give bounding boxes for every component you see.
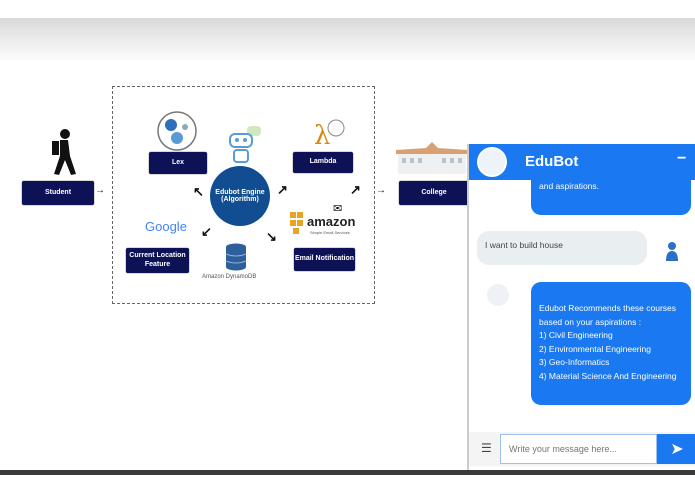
arrow-icon: ↘ [266,229,277,244]
google-logo: Google [145,219,187,234]
minimize-button[interactable]: − [677,150,687,167]
input-row: ☰ ➤ [469,432,695,466]
message-line: 3) Geo-Informatics [539,357,610,367]
send-icon: ➤ [670,441,684,458]
edubot-chat-widget: and aspirations. EduBot − I want to buil… [467,144,695,470]
college-box: College [399,181,469,205]
message-line: 1) Civil Engineering [539,330,613,340]
amazon-ses-icon [290,212,303,234]
edubot-avatar [477,147,507,177]
message-line: 4) Material Science And Engineering [539,370,677,381]
amazon-sub: Simple Email Services [310,230,350,235]
arrow-icon: → [376,185,386,196]
dynamodb-label: Amazon DynamoDB [202,274,257,280]
bot-message: Edubot Recommends these courses based on… [531,282,691,405]
arrow-icon: → [95,185,105,196]
message-input[interactable] [500,434,657,464]
bot-avatar-icon [487,284,509,306]
email-box: Email Notification [294,248,355,271]
lex-box: Lex [149,152,207,174]
chat-title: EduBot [525,153,579,170]
arrow-icon: ↗ [350,182,361,197]
user-avatar-icon [666,242,678,261]
college-building-icon [396,142,468,174]
lambda-icon: λ [314,119,345,150]
robot-icon [229,126,261,163]
student-box: Student [22,181,94,205]
top-band [0,18,695,63]
menu-icon[interactable]: ☰ [481,441,492,455]
message-text: I want to build house [485,240,563,250]
amazon-logo: amazon [307,214,356,229]
message-line: 2) Environmental Engineering [539,343,651,354]
arrow-icon: ↗ [277,182,288,197]
dynamodb-icon [225,243,247,271]
lambda-box: Lambda [293,152,353,173]
arrow-icon: ↖ [193,184,204,199]
arrow-icon: ↙ [201,224,212,239]
user-message: I want to build house [477,231,647,265]
envelope-icon: ✉ [333,203,343,215]
message-line: Edubot Recommends these courses based on… [539,303,677,327]
student-walking-icon [52,129,76,175]
svg-text:λ: λ [314,121,330,150]
edubot-engine-circle: Edubot Engine (Algorithm) [210,166,270,226]
location-box: Current Location Feature [126,248,189,273]
chat-header: EduBot − [469,144,695,180]
taskbar-strip [0,470,695,475]
message-text: and aspirations. [539,181,600,191]
send-button[interactable]: ➤ [657,434,695,464]
engine-boundary [112,86,375,304]
lex-icon [157,111,197,151]
